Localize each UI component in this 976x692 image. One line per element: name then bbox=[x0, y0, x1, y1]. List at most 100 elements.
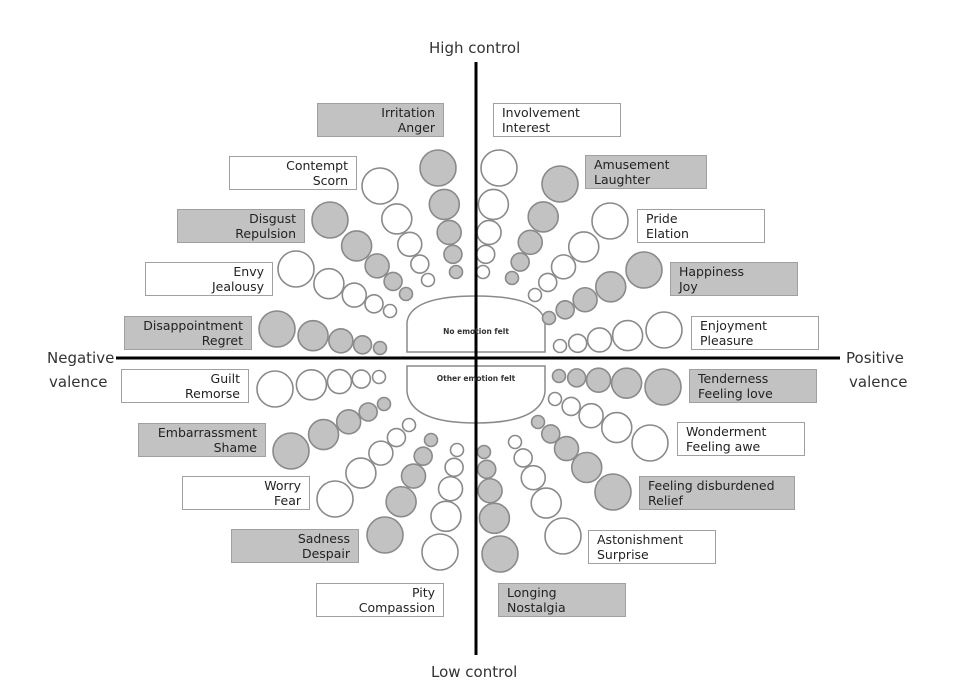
intensity-circle-pity-compassion-2[interactable] bbox=[444, 457, 464, 478]
intensity-circle-envy-jealousy-1[interactable] bbox=[382, 303, 398, 319]
intensity-circle-worry-fear-5[interactable] bbox=[316, 480, 354, 518]
intensity-circle-contempt-scorn-5[interactable] bbox=[361, 167, 399, 205]
intensity-circle-contempt-scorn-4[interactable] bbox=[380, 203, 413, 235]
intensity-circle-wonderment-feeling-awe-2[interactable] bbox=[561, 396, 581, 417]
intensity-circle-pity-compassion-5[interactable] bbox=[421, 533, 459, 571]
intensity-circle-feeling-disburdened-relief-5[interactable] bbox=[594, 473, 632, 511]
intensity-circle-pity-compassion-4[interactable] bbox=[430, 500, 462, 533]
label-happiness-joy[interactable]: Happiness Joy bbox=[670, 262, 798, 296]
intensity-circle-longing-nostalgia-3[interactable] bbox=[477, 477, 503, 504]
intensity-circle-envy-jealousy-2[interactable] bbox=[364, 294, 384, 314]
intensity-circle-disappointment-regret-4[interactable] bbox=[297, 319, 329, 352]
intensity-circle-pride-elation-3[interactable] bbox=[550, 254, 577, 280]
intensity-circle-sadness-despair-1[interactable] bbox=[423, 432, 439, 448]
label-irritation-anger[interactable]: Irritation Anger bbox=[317, 103, 444, 137]
intensity-circle-astonishment-surprise-5[interactable] bbox=[544, 517, 582, 555]
intensity-circle-irritation-anger-1[interactable] bbox=[448, 264, 464, 280]
intensity-circle-embarrassment-shame-5[interactable] bbox=[272, 432, 310, 470]
intensity-circle-longing-nostalgia-4[interactable] bbox=[478, 502, 511, 535]
intensity-circle-pride-elation-5[interactable] bbox=[591, 202, 629, 240]
intensity-circle-tenderness-feeling-love-1[interactable] bbox=[551, 368, 567, 384]
label-feeling-disburdened-relief[interactable]: Feeling disburdened Relief bbox=[639, 476, 795, 510]
intensity-circle-guilt-remorse-2[interactable] bbox=[351, 369, 372, 389]
intensity-circle-wonderment-feeling-awe-4[interactable] bbox=[600, 411, 633, 444]
intensity-circle-longing-nostalgia-5[interactable] bbox=[481, 535, 519, 573]
label-involvement-interest[interactable]: Involvement Interest bbox=[493, 103, 621, 137]
intensity-circle-worry-fear-3[interactable] bbox=[368, 440, 394, 466]
intensity-circle-envy-jealousy-5[interactable] bbox=[277, 250, 315, 288]
intensity-circle-wonderment-feeling-awe-1[interactable] bbox=[547, 391, 563, 407]
intensity-circle-sadness-despair-3[interactable] bbox=[400, 463, 427, 489]
intensity-circle-embarrassment-shame-4[interactable] bbox=[307, 418, 340, 451]
intensity-circle-feeling-disburdened-relief-3[interactable] bbox=[553, 435, 580, 462]
intensity-circle-worry-fear-1[interactable] bbox=[401, 417, 417, 433]
intensity-circle-sadness-despair-2[interactable] bbox=[413, 446, 433, 466]
intensity-circle-envy-jealousy-4[interactable] bbox=[313, 267, 345, 300]
intensity-circle-irritation-anger-4[interactable] bbox=[428, 188, 461, 221]
intensity-circle-happiness-joy-2[interactable] bbox=[555, 300, 575, 320]
intensity-circle-pride-elation-1[interactable] bbox=[527, 287, 543, 303]
intensity-circle-contempt-scorn-3[interactable] bbox=[396, 231, 423, 258]
intensity-circle-longing-nostalgia-1[interactable] bbox=[476, 444, 492, 460]
intensity-circle-happiness-joy-5[interactable] bbox=[625, 251, 663, 289]
intensity-circle-worry-fear-2[interactable] bbox=[386, 427, 407, 448]
label-wonderment-feeling-awe[interactable]: Wonderment Feeling awe bbox=[677, 422, 805, 456]
intensity-circle-enjoyment-pleasure-1[interactable] bbox=[552, 338, 568, 354]
intensity-circle-worry-fear-4[interactable] bbox=[345, 457, 377, 489]
intensity-circle-disgust-repulsion-2[interactable] bbox=[383, 271, 403, 292]
intensity-circle-pride-elation-2[interactable] bbox=[537, 272, 558, 293]
intensity-circle-sadness-despair-5[interactable] bbox=[366, 516, 404, 554]
intensity-circle-happiness-joy-1[interactable] bbox=[541, 310, 557, 326]
intensity-circle-embarrassment-shame-3[interactable] bbox=[335, 409, 362, 435]
intensity-circle-guilt-remorse-1[interactable] bbox=[371, 369, 387, 385]
intensity-circle-enjoyment-pleasure-3[interactable] bbox=[586, 327, 613, 353]
label-worry-fear[interactable]: Worry Fear bbox=[182, 476, 310, 510]
label-enjoyment-pleasure[interactable]: Enjoyment Pleasure bbox=[691, 316, 819, 350]
intensity-circle-feeling-disburdened-relief-2[interactable] bbox=[540, 424, 561, 444]
intensity-circle-tenderness-feeling-love-3[interactable] bbox=[585, 367, 612, 393]
intensity-circle-disgust-repulsion-5[interactable] bbox=[311, 201, 349, 239]
intensity-circle-involvement-interest-3[interactable] bbox=[476, 219, 502, 246]
label-astonishment-surprise[interactable]: Astonishment Surprise bbox=[588, 530, 716, 564]
intensity-circle-pity-compassion-1[interactable] bbox=[449, 442, 465, 458]
intensity-circle-irritation-anger-3[interactable] bbox=[436, 219, 462, 246]
intensity-circle-tenderness-feeling-love-2[interactable] bbox=[566, 368, 587, 388]
intensity-circle-envy-jealousy-3[interactable] bbox=[341, 282, 368, 308]
label-amusement-laughter[interactable]: Amusement Laughter bbox=[585, 155, 707, 189]
label-contempt-scorn[interactable]: Contempt Scorn bbox=[229, 156, 357, 190]
intensity-circle-disgust-repulsion-3[interactable] bbox=[364, 253, 390, 279]
intensity-circle-astonishment-surprise-3[interactable] bbox=[520, 464, 547, 491]
label-sadness-despair[interactable]: Sadness Despair bbox=[231, 529, 359, 563]
intensity-circle-disappointment-regret-1[interactable] bbox=[372, 340, 388, 356]
intensity-circle-guilt-remorse-5[interactable] bbox=[256, 370, 294, 408]
intensity-circle-disappointment-regret-5[interactable] bbox=[258, 310, 296, 348]
label-longing-nostalgia[interactable]: Longing Nostalgia bbox=[498, 583, 626, 617]
intensity-circle-happiness-joy-3[interactable] bbox=[572, 286, 598, 313]
intensity-circle-sadness-despair-4[interactable] bbox=[385, 485, 417, 518]
intensity-circle-involvement-interest-4[interactable] bbox=[477, 188, 510, 221]
intensity-circle-tenderness-feeling-love-4[interactable] bbox=[610, 367, 643, 399]
intensity-circle-guilt-remorse-4[interactable] bbox=[295, 368, 328, 401]
intensity-circle-involvement-interest-5[interactable] bbox=[480, 149, 518, 187]
intensity-circle-wonderment-feeling-awe-5[interactable] bbox=[631, 424, 669, 462]
intensity-circle-amusement-laughter-5[interactable] bbox=[541, 165, 579, 203]
intensity-circle-involvement-interest-1[interactable] bbox=[475, 264, 491, 280]
intensity-circle-guilt-remorse-3[interactable] bbox=[326, 368, 353, 395]
intensity-circle-enjoyment-pleasure-4[interactable] bbox=[611, 319, 644, 352]
label-pity-compassion[interactable]: Pity Compassion bbox=[316, 583, 444, 617]
intensity-circle-involvement-interest-2[interactable] bbox=[475, 244, 496, 265]
intensity-circle-disappointment-regret-2[interactable] bbox=[352, 334, 373, 355]
intensity-circle-pride-elation-4[interactable] bbox=[567, 231, 600, 263]
intensity-circle-enjoyment-pleasure-2[interactable] bbox=[567, 333, 588, 354]
intensity-circle-amusement-laughter-3[interactable] bbox=[517, 229, 544, 256]
intensity-circle-longing-nostalgia-2[interactable] bbox=[476, 459, 497, 480]
intensity-circle-tenderness-feeling-love-5[interactable] bbox=[644, 368, 682, 406]
intensity-circle-disgust-repulsion-4[interactable] bbox=[340, 230, 373, 262]
intensity-circle-pity-compassion-3[interactable] bbox=[437, 475, 464, 502]
intensity-circle-happiness-joy-4[interactable] bbox=[594, 270, 627, 303]
label-disgust-repulsion[interactable]: Disgust Repulsion bbox=[177, 209, 305, 243]
intensity-circle-amusement-laughter-4[interactable] bbox=[527, 201, 560, 233]
label-pride-elation[interactable]: Pride Elation bbox=[637, 209, 765, 243]
label-envy-jealousy[interactable]: Envy Jealousy bbox=[145, 262, 273, 296]
intensity-circle-embarrassment-shame-1[interactable] bbox=[376, 396, 392, 412]
